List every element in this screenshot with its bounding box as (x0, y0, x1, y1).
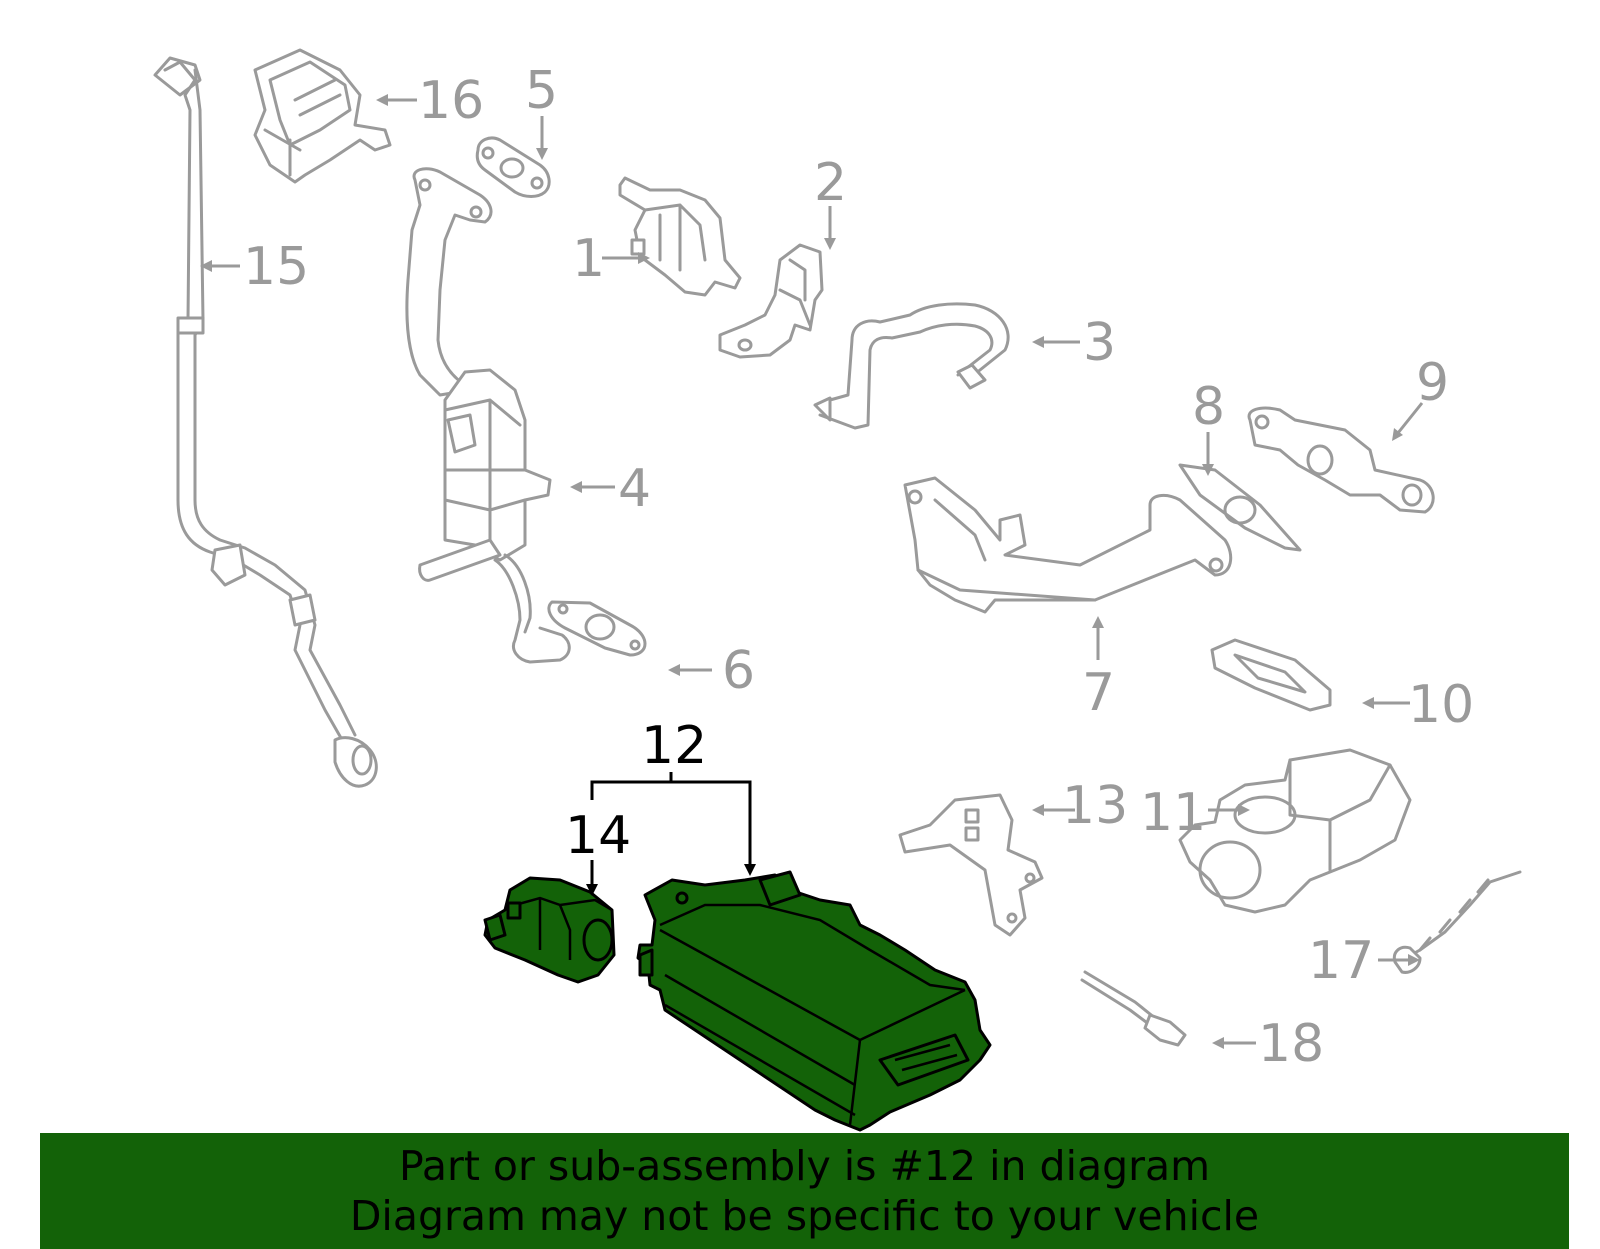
callout-5: 5 (525, 61, 558, 121)
callout-17: 17 (1308, 931, 1374, 991)
part-9-flange[interactable] (1247, 406, 1435, 514)
callout-13: 13 (1062, 776, 1128, 836)
callout-11: 11 (1140, 783, 1206, 843)
part-8-gasket[interactable] (1178, 463, 1302, 552)
callout-4: 4 (618, 459, 651, 519)
callout-12: 12 (641, 716, 707, 776)
callout-labels: 1 2 3 4 5 6 7 8 9 10 11 13 15 16 17 18 (243, 61, 1474, 1074)
callout-7: 7 (1082, 663, 1115, 723)
callout-9: 9 (1416, 353, 1449, 413)
info-banner: Part or sub-assembly is #12 in diagram D… (40, 1133, 1569, 1249)
part-6-gasket[interactable] (547, 600, 647, 657)
part-14-purge-valve[interactable] (483, 876, 616, 984)
part-16-valve[interactable] (253, 48, 392, 184)
callout-18: 18 (1258, 1014, 1324, 1074)
part-18-sensor[interactable] (1080, 970, 1187, 1047)
part-4-egr-valve[interactable] (405, 167, 571, 664)
part-17-sensor[interactable] (1392, 870, 1522, 974)
callout-16: 16 (418, 71, 484, 131)
callout-2: 2 (814, 153, 847, 213)
callout-15: 15 (243, 237, 309, 297)
callout-6: 6 (722, 641, 755, 701)
part-10-gasket[interactable] (1210, 638, 1332, 712)
leader-lines (200, 94, 1424, 1049)
callout-14: 14 (565, 806, 631, 866)
callout-1: 1 (572, 229, 605, 289)
part-3-hose[interactable] (813, 302, 1010, 430)
callout-8: 8 (1192, 377, 1225, 437)
highlight-callouts: 12 14 (565, 716, 756, 896)
banner-line-2: Diagram may not be specific to your vehi… (349, 1192, 1260, 1240)
part-1-sensor[interactable] (618, 176, 742, 297)
part-12-canister[interactable] (636, 870, 992, 1132)
banner-line-1: Part or sub-assembly is #12 in diagram (398, 1142, 1211, 1190)
part-2-bracket[interactable] (718, 243, 824, 359)
callout-10: 10 (1408, 675, 1474, 735)
part-7-pipe[interactable] (903, 476, 1233, 614)
callout-3: 3 (1083, 313, 1116, 373)
part-11-housing[interactable] (1178, 748, 1412, 914)
part-15-hose[interactable] (153, 56, 378, 788)
part-5-gasket[interactable] (475, 136, 551, 198)
part-13-bracket[interactable] (898, 793, 1044, 937)
